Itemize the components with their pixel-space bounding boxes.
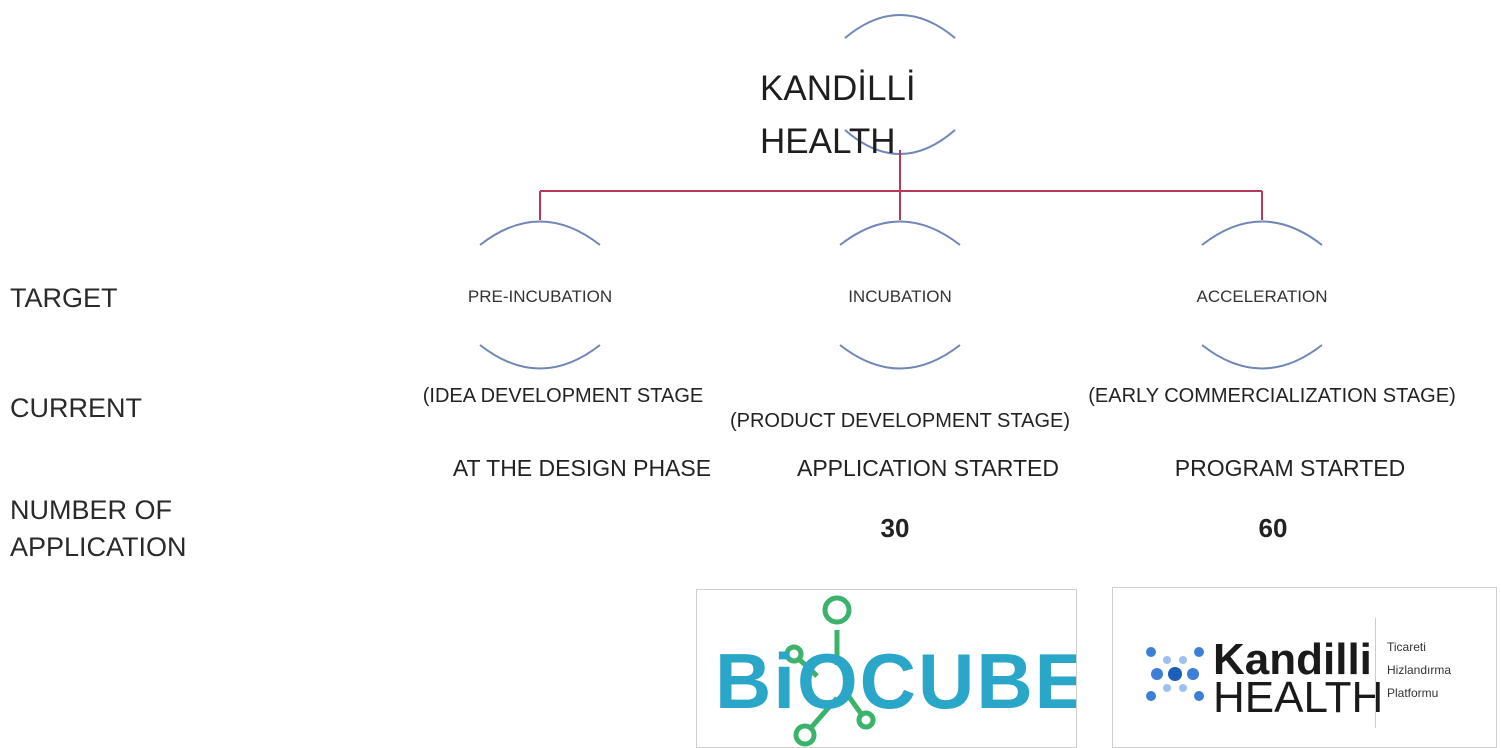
- kandilli-tagline-line3: Platformu: [1387, 686, 1439, 700]
- stage-3-count: 60: [1258, 513, 1288, 543]
- row-label-number: NUMBER OF APPLICATION: [10, 492, 187, 566]
- kandilli-divider: [1375, 618, 1376, 728]
- kandilli-tagline: Ticareti Hizlandırma Platformu: [1387, 636, 1451, 705]
- row-label-number-line1: NUMBER OF: [10, 495, 172, 525]
- stage-1-top-arc: [479, 220, 601, 246]
- stage-3-bottom-arc: [1201, 344, 1323, 370]
- biocube-molecule-icon: [784, 595, 876, 747]
- row-label-number-line2: APPLICATION: [10, 532, 187, 562]
- stage-2-bottom-arc: [839, 344, 961, 370]
- row-label-current: CURRENT: [10, 393, 142, 423]
- stage-1-status: AT THE DESIGN PHASE: [452, 455, 712, 481]
- stage-2-name: INCUBATION: [848, 287, 952, 306]
- kandilli-tagline-line1: Ticareti: [1387, 640, 1426, 654]
- kandilli-health-wordmark: HEALTH: [1213, 673, 1384, 722]
- stage-3-description: (EARLY COMMERCIALIZATION STAGE): [1088, 385, 1456, 407]
- stage-1-description: (IDEA DEVELOPMENT STAGE: [422, 385, 704, 407]
- root-node-line1: KANDİLLİ: [760, 69, 916, 108]
- stage-2-status: APPLICATION STARTED: [797, 455, 1059, 481]
- root-node-line2: HEALTH: [760, 122, 896, 161]
- stage-2-top-arc: [839, 220, 961, 246]
- kandilli-wordmark: Kandilli: [1213, 635, 1372, 684]
- biocube-wordmark: BiOCUBE: [715, 637, 1077, 725]
- root-node-title: KANDİLLİ HEALTH: [760, 62, 916, 168]
- stage-3-name: ACCELERATION: [1196, 287, 1328, 306]
- connector-lines: [539, 150, 1263, 220]
- stage-2-count: 30: [880, 513, 910, 543]
- kandilli-dots-icon: [1146, 647, 1204, 701]
- stage-3-status: PROGRAM STARTED: [1174, 455, 1406, 481]
- kandilli-health-logo: Kandilli HEALTH Ticareti Hizlandırma Pla…: [1112, 587, 1497, 748]
- stage-1-name: PRE-INCUBATION: [467, 287, 613, 306]
- kandilli-tagline-line2: Hizlandırma: [1387, 663, 1452, 677]
- root-node-top-arc: [844, 14, 956, 39]
- stage-1-bottom-arc: [479, 344, 601, 370]
- stage-2-description: (PRODUCT DEVELOPMENT STAGE): [729, 410, 1071, 432]
- biocube-logo: BiOCUBE: [696, 589, 1077, 748]
- row-label-target: TARGET: [10, 283, 118, 313]
- stage-3-top-arc: [1201, 220, 1323, 246]
